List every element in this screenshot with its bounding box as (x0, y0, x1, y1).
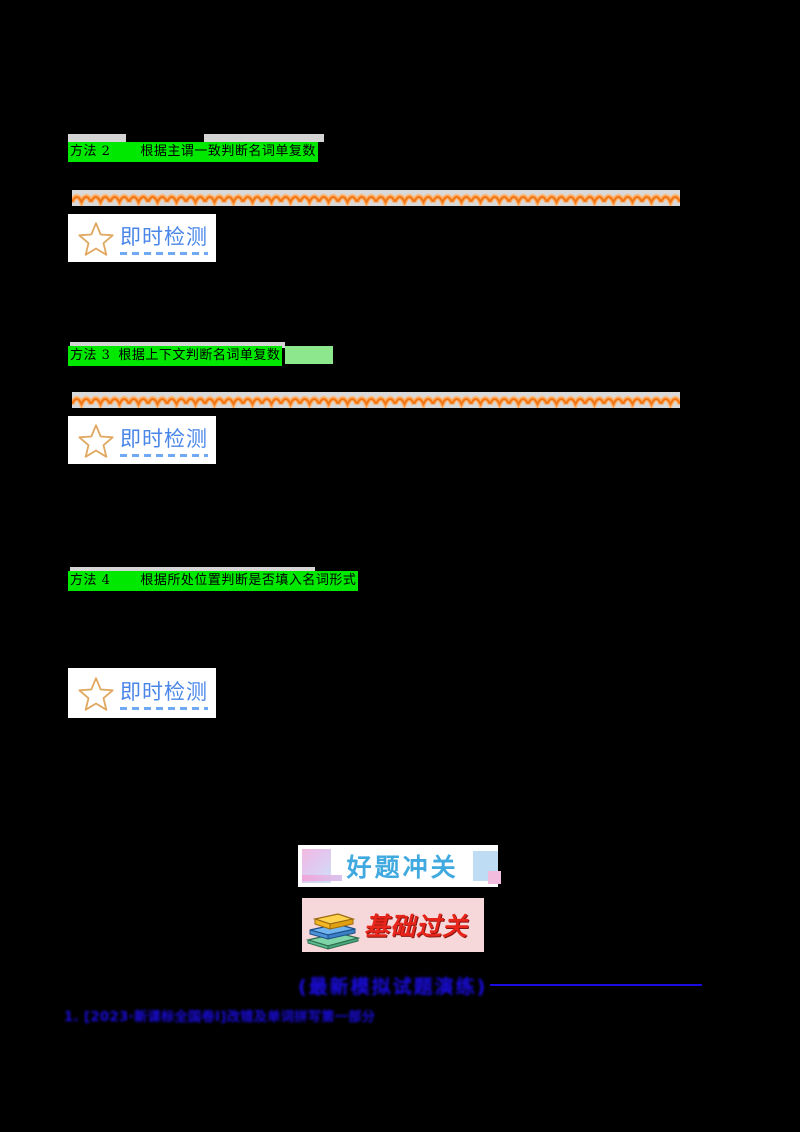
exercise-subtitle-rule (490, 984, 702, 986)
exercise-question-1: 1. [2023·新课标全国卷Ⅰ]改错及单词拼写第一部分 (64, 1010, 376, 1025)
books-icon (305, 913, 360, 950)
scan-artifact (285, 346, 333, 364)
banner-decor-nub (488, 871, 501, 884)
method-heading-3: 方法 3 根据上下文判断名词单复数 (68, 346, 283, 366)
wave-pattern-icon (72, 392, 680, 408)
exercise-subtitle: (最新模拟试题演练) (298, 976, 488, 998)
instant-check-text-wrap-1: 即时检测 (120, 224, 208, 255)
instant-check-label-1: 即时检测 (120, 224, 208, 249)
method-heading-2: 方法 2 根据主谓一致判断名词单复数 (68, 142, 318, 162)
method-heading-4-label: 方法 4 (70, 573, 111, 588)
section-banner-haoti: 好题冲关 (298, 845, 501, 887)
subsection-title: 基础过关 (364, 912, 469, 941)
method-heading-2-text: 根据主谓一致判断名词单复数 (140, 144, 316, 159)
scan-artifact (70, 342, 285, 348)
star-icon (78, 424, 114, 458)
method-heading-3-text: 根据上下文判断名词单复数 (118, 348, 281, 363)
method-heading-4: 方法 4 根据所处位置判断是否填入名词形式 (68, 571, 359, 591)
instant-check-text-wrap-3: 即时检测 (120, 679, 208, 710)
method-heading-2-label: 方法 2 (70, 144, 111, 159)
star-icon (78, 222, 114, 256)
star-icon (78, 677, 114, 711)
method-heading-4-text: 根据所处位置判断是否填入名词形式 (140, 573, 357, 588)
wave-pattern-icon (72, 190, 680, 206)
instant-check-underline-2 (120, 453, 208, 457)
method-heading-3-label: 方法 3 (70, 348, 111, 363)
decorative-divider-2 (72, 392, 680, 408)
subsection-jichu: 基础过关 (302, 898, 484, 952)
banner-decor-bar-left (302, 875, 342, 881)
instant-check-label-3: 即时检测 (120, 679, 208, 704)
banner-decor-square-right (472, 851, 501, 884)
instant-check-block-1: 即时检测 (68, 214, 216, 262)
instant-check-underline-1 (120, 251, 208, 255)
instant-check-block-2: 即时检测 (68, 416, 216, 464)
scan-artifact (204, 134, 324, 142)
instant-check-underline-3 (120, 706, 208, 710)
instant-check-text-wrap-2: 即时检测 (120, 426, 208, 457)
section-banner-title: 好题冲关 (346, 853, 459, 882)
decorative-divider-1 (72, 190, 680, 206)
scan-artifact (68, 134, 126, 142)
scan-artifact (70, 567, 315, 573)
instant-check-block-3: 即时检测 (68, 668, 216, 718)
instant-check-label-2: 即时检测 (120, 426, 208, 451)
